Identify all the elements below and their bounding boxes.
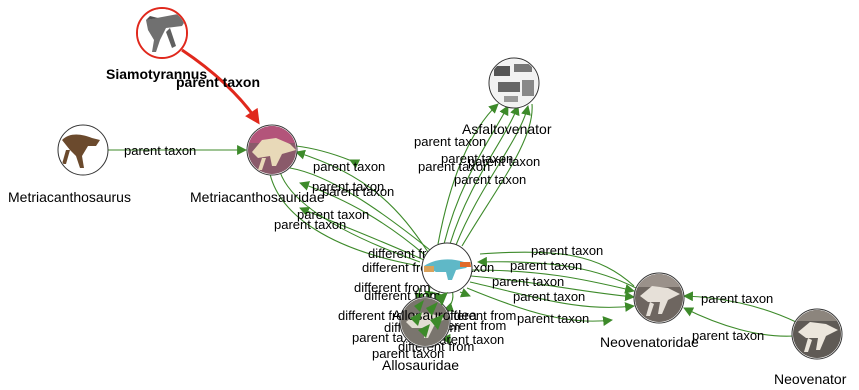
edge-asfal-allosauroidea-4[interactable] — [455, 105, 531, 246]
edge-label-parent-taxon[interactable]: parent taxon — [531, 243, 603, 258]
edge-label-parent-taxon[interactable]: parent taxon — [274, 217, 346, 232]
edge-label-parent-taxon[interactable]: parent taxon — [313, 159, 385, 174]
arrowhead-cluster — [410, 292, 448, 338]
edge-label-red-parent-taxon[interactable]: parent taxon — [176, 74, 260, 90]
edge-label-parent-taxon[interactable]: parent taxon — [418, 159, 490, 174]
edge-label-parent-taxon[interactable]: parent taxon — [414, 134, 486, 149]
node-label: Neovenatoridae — [600, 334, 699, 350]
edge-label-parent-taxon[interactable]: parent taxon — [441, 151, 513, 166]
edge-neovenator-to-neovenatoridae-2[interactable] — [683, 307, 795, 337]
edge-metridae-allosauroidea-2[interactable] — [295, 145, 361, 169]
node-label: Metriacanthosaurus — [8, 189, 131, 205]
node-label: Siamotyrannus — [106, 66, 207, 82]
skeleton-photo-image — [793, 310, 841, 358]
edge-siamotyrannus-to-metriacanthosauridae[interactable] — [181, 48, 260, 125]
edge-label-parent-taxon[interactable]: parent taxon — [510, 258, 582, 273]
theropod-illustration-image — [423, 244, 471, 292]
edge-label-different-from[interactable]: different from — [338, 308, 414, 323]
edge-label-parent-taxon[interactable]: parent taxon — [692, 328, 764, 343]
node-label: Allosauridae — [382, 357, 459, 373]
node-neovenatoridae[interactable]: Neovenatoridae — [600, 272, 699, 350]
skeleton-photo-image — [635, 274, 683, 322]
node-label: Asfaltovenator — [462, 121, 552, 137]
edge-label-parent-taxon[interactable]: parent taxon — [322, 184, 394, 199]
edge-asfal-allosauroidea-5[interactable] — [461, 103, 533, 247]
edge-neodae-allosauroidea-1[interactable] — [477, 256, 637, 289]
edge-label-parent-taxon[interactable]: parent taxon — [372, 346, 444, 361]
theropod-drawing-image — [59, 126, 107, 174]
edge-label-parent-taxon[interactable]: parent taxon — [454, 172, 526, 187]
edge-neodae-allosauroidea-3[interactable] — [470, 275, 635, 302]
node-neovenator[interactable]: Neovenator — [774, 308, 847, 387]
edge-metridae-allosauroidea-6[interactable] — [269, 173, 421, 267]
edge-label-parent-taxon[interactable]: parent taxon — [701, 291, 773, 306]
skeleton-mount-image — [248, 126, 296, 174]
edge-asfal-allosauroidea-3[interactable] — [449, 105, 520, 245]
node-metriacanthosauridae[interactable]: Metriacanthosauridae — [190, 124, 325, 205]
edge-allosauridae-cluster-6[interactable] — [459, 288, 471, 298]
edge-neodae-allosauroidea-6[interactable] — [479, 251, 635, 287]
edge-labels: parent taxon parent taxon parent taxon p… — [124, 74, 773, 361]
fossil-bones-image — [490, 59, 538, 107]
node-metriacanthosaurus[interactable]: Metriacanthosaurus — [8, 124, 131, 205]
theropod-skeleton-image — [138, 9, 186, 57]
edge-metridae-allosauroidea-4[interactable] — [299, 206, 425, 261]
node-siamotyrannus[interactable]: Siamotyrannus — [106, 7, 207, 82]
edge-label-parent-taxon[interactable]: parent taxon — [513, 289, 585, 304]
edge-asfal-allosauroidea-1[interactable] — [437, 103, 499, 245]
edge-asfal-allosauroidea-2[interactable] — [443, 105, 509, 245]
node-label: Neovenator — [774, 371, 847, 387]
edge-metridae-allosauroidea-7[interactable] — [289, 167, 431, 251]
edge-metridae-allosauroidea-5[interactable] — [279, 171, 421, 263]
node-label: Metriacanthosauridae — [190, 189, 325, 205]
edge-neodae-allosauroidea-2[interactable] — [470, 269, 635, 294]
edge-label-parent-taxon[interactable]: parent taxon — [297, 207, 369, 222]
edge-label-different-from[interactable]: different from — [362, 260, 438, 275]
edge-label-parent-taxon[interactable]: parent taxon — [517, 311, 589, 326]
edge-label-different-from[interactable]: different from — [440, 308, 516, 323]
edge-label-parent-taxon[interactable]: parent taxon — [492, 274, 564, 289]
edge-neodae-allosauroidea-5[interactable] — [466, 287, 613, 326]
node-asfaltovenator[interactable]: Asfaltovenator — [462, 57, 552, 137]
edge-label-parent-taxon[interactable]: parent taxon — [124, 143, 196, 158]
edge-label-different-from[interactable]: different from — [354, 280, 430, 295]
edge-neovenator-to-neovenatoridae-1[interactable] — [683, 291, 797, 323]
edge-neodae-allosauroidea-4[interactable] — [469, 281, 635, 312]
edge-label-parent-taxon[interactable]: parent taxon — [468, 154, 540, 169]
edge-metridae-allosauroidea-1[interactable] — [295, 149, 429, 253]
edge-allosauridae-cluster-5[interactable] — [441, 333, 451, 345]
edge-metridae-allosauroidea-3[interactable] — [299, 181, 427, 257]
edge-label-parent-taxon[interactable]: parent taxon — [432, 332, 504, 347]
edge-label-parent-taxon[interactable]: parent taxon — [312, 179, 384, 194]
